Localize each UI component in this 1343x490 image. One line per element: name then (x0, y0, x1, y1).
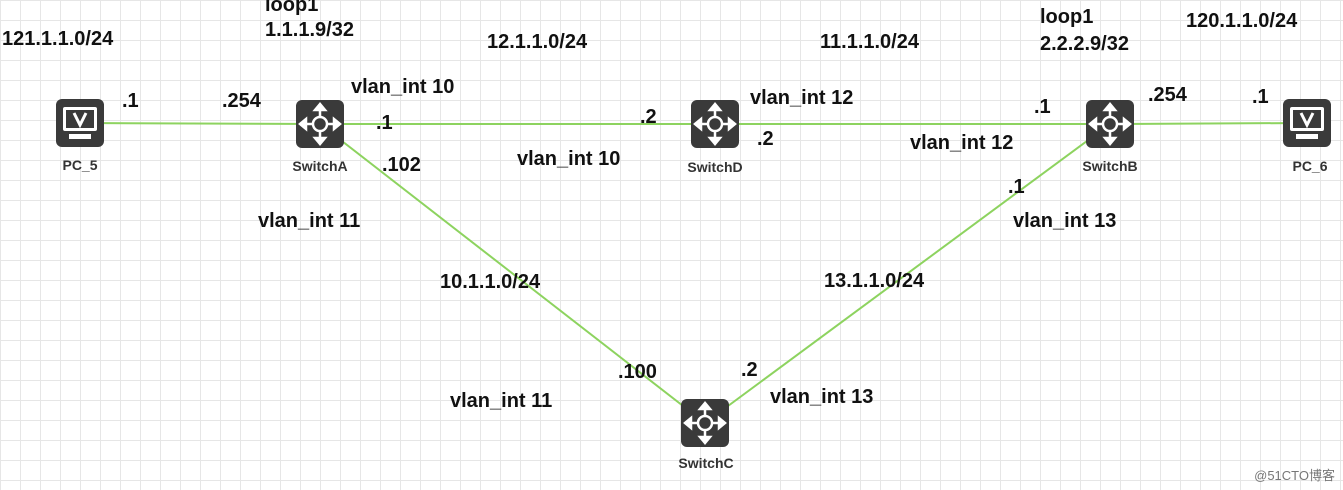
switch-a-vlan11: vlan_int 11 (258, 210, 361, 232)
loop-a-title: loop1 (265, 0, 319, 16)
switch-a-name: SwitchA (292, 158, 348, 174)
switch-b-d-ip: .1 (1034, 96, 1051, 118)
pc-5-name: PC_5 (62, 157, 98, 173)
switch-a-vlan10: vlan_int 10 (351, 76, 455, 98)
pc6-ip: .1 (1252, 86, 1269, 108)
link-SwitchB-PC_6 (1109, 122, 1308, 125)
switch-arrows-icon (691, 100, 739, 148)
switch-d-a-ip: .2 (640, 106, 657, 128)
switch-c-b-ip: .2 (741, 359, 758, 381)
switch-d-vlan12: vlan_int 12 (750, 87, 854, 109)
switch-c-device[interactable] (680, 398, 730, 448)
links-layer (79, 122, 1308, 424)
switch-d-vlan10: vlan_int 10 (517, 148, 621, 170)
switch-c-a-ip: .100 (618, 361, 657, 383)
switch-b-c-ip: .1 (1008, 176, 1025, 198)
switch-arrows-icon (681, 399, 729, 447)
link-PC_5-SwitchA (79, 122, 321, 125)
switch-d-b-ip: .2 (757, 128, 774, 150)
switch-a-device[interactable] (295, 99, 345, 149)
loop-b-title: loop1 (1040, 6, 1094, 28)
switch-b-pc6-ip: .254 (1148, 84, 1187, 106)
switch-b-device[interactable] (1085, 99, 1135, 149)
switch-arrows-icon (296, 100, 344, 148)
switch-a-c-ip: .102 (382, 154, 421, 176)
switch-c-vlan11: vlan_int 11 (450, 390, 553, 412)
pc-6-device[interactable] (1282, 98, 1332, 148)
net-db-label: 11.1.1.0/24 (820, 31, 919, 53)
loop-a-addr: 1.1.1.9/32 (265, 19, 354, 41)
pc-6-name: PC_6 (1292, 158, 1328, 174)
link-SwitchA-SwitchC (319, 123, 706, 424)
switch-b-vlan12: vlan_int 12 (910, 132, 1014, 154)
switch-arrows-icon (1086, 100, 1134, 148)
switch-a-pc5-ip: .254 (222, 90, 261, 112)
net-pc5-label: 121.1.1.0/24 (2, 28, 114, 50)
switch-c-name: SwitchC (678, 455, 734, 471)
link-SwitchC-SwitchB (704, 123, 1111, 424)
switch-b-vlan13: vlan_int 13 (1013, 210, 1117, 232)
pc5-ip: .1 (122, 90, 139, 112)
switch-b-name: SwitchB (1082, 158, 1138, 174)
monitor-icon (1283, 99, 1331, 147)
net-ad-label: 12.1.1.0/24 (487, 31, 588, 53)
switch-c-vlan13: vlan_int 13 (770, 386, 874, 408)
switch-a-d-ip: .1 (376, 112, 393, 134)
switch-d-device[interactable] (690, 99, 740, 149)
net-cb-label: 13.1.1.0/24 (824, 270, 925, 292)
loop-b-addr: 2.2.2.9/32 (1040, 33, 1129, 55)
net-pc6-label: 120.1.1.0/24 (1186, 10, 1298, 32)
pc-5-device[interactable] (55, 98, 105, 148)
watermark: @51CTO博客 (1254, 468, 1335, 483)
monitor-icon (56, 99, 104, 147)
net-ac-label: 10.1.1.0/24 (440, 271, 541, 293)
switch-d-name: SwitchD (687, 159, 743, 175)
